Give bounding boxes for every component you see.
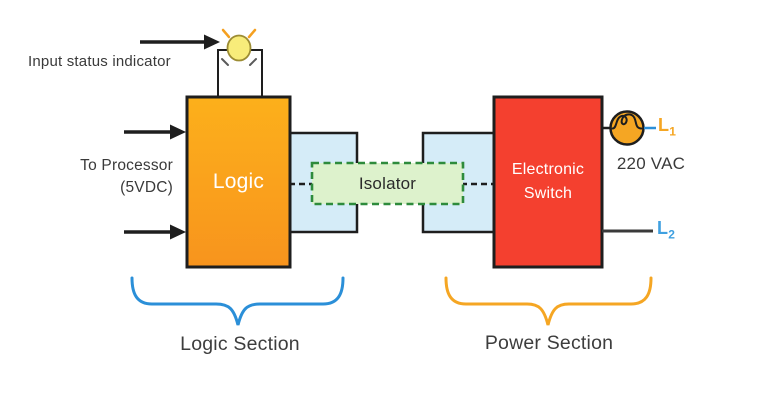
voltage-label: 220 VAC: [616, 154, 686, 173]
logic-block: [185, 95, 292, 269]
input-status-label: Input status indicator: [28, 53, 171, 70]
logic-section-brace: [130, 276, 345, 326]
electronic-switch-label: Electronic Switch: [494, 97, 602, 267]
isolator-block-label: Isolator: [358, 173, 417, 193]
logic-section-label: Logic Section: [180, 333, 300, 355]
to-processor-line2: (5VDC): [120, 179, 173, 196]
input-arrow-top-icon: [140, 34, 220, 50]
isolator-block: [310, 161, 465, 206]
terminal-l1-label: L1: [658, 115, 677, 139]
electronic-switch-line1: Electronic: [511, 161, 585, 178]
logic-block-label: Logic: [212, 170, 265, 193]
load-lamp-icon: [602, 110, 656, 146]
input-status-led-icon: [217, 28, 263, 98]
power-section-label: Power Section: [484, 332, 614, 354]
input-arrow-middle-icon: [124, 124, 186, 140]
to-processor-line1: To Processor: [80, 157, 173, 174]
electronic-switch-line2: Switch: [523, 185, 573, 202]
terminal-l2-label: L2: [657, 218, 676, 242]
input-arrow-bottom-icon: [124, 224, 186, 240]
to-processor-label: To Processor (5VDC): [40, 155, 173, 199]
electronic-switch-block: [492, 95, 604, 269]
power-section-brace: [444, 276, 653, 326]
